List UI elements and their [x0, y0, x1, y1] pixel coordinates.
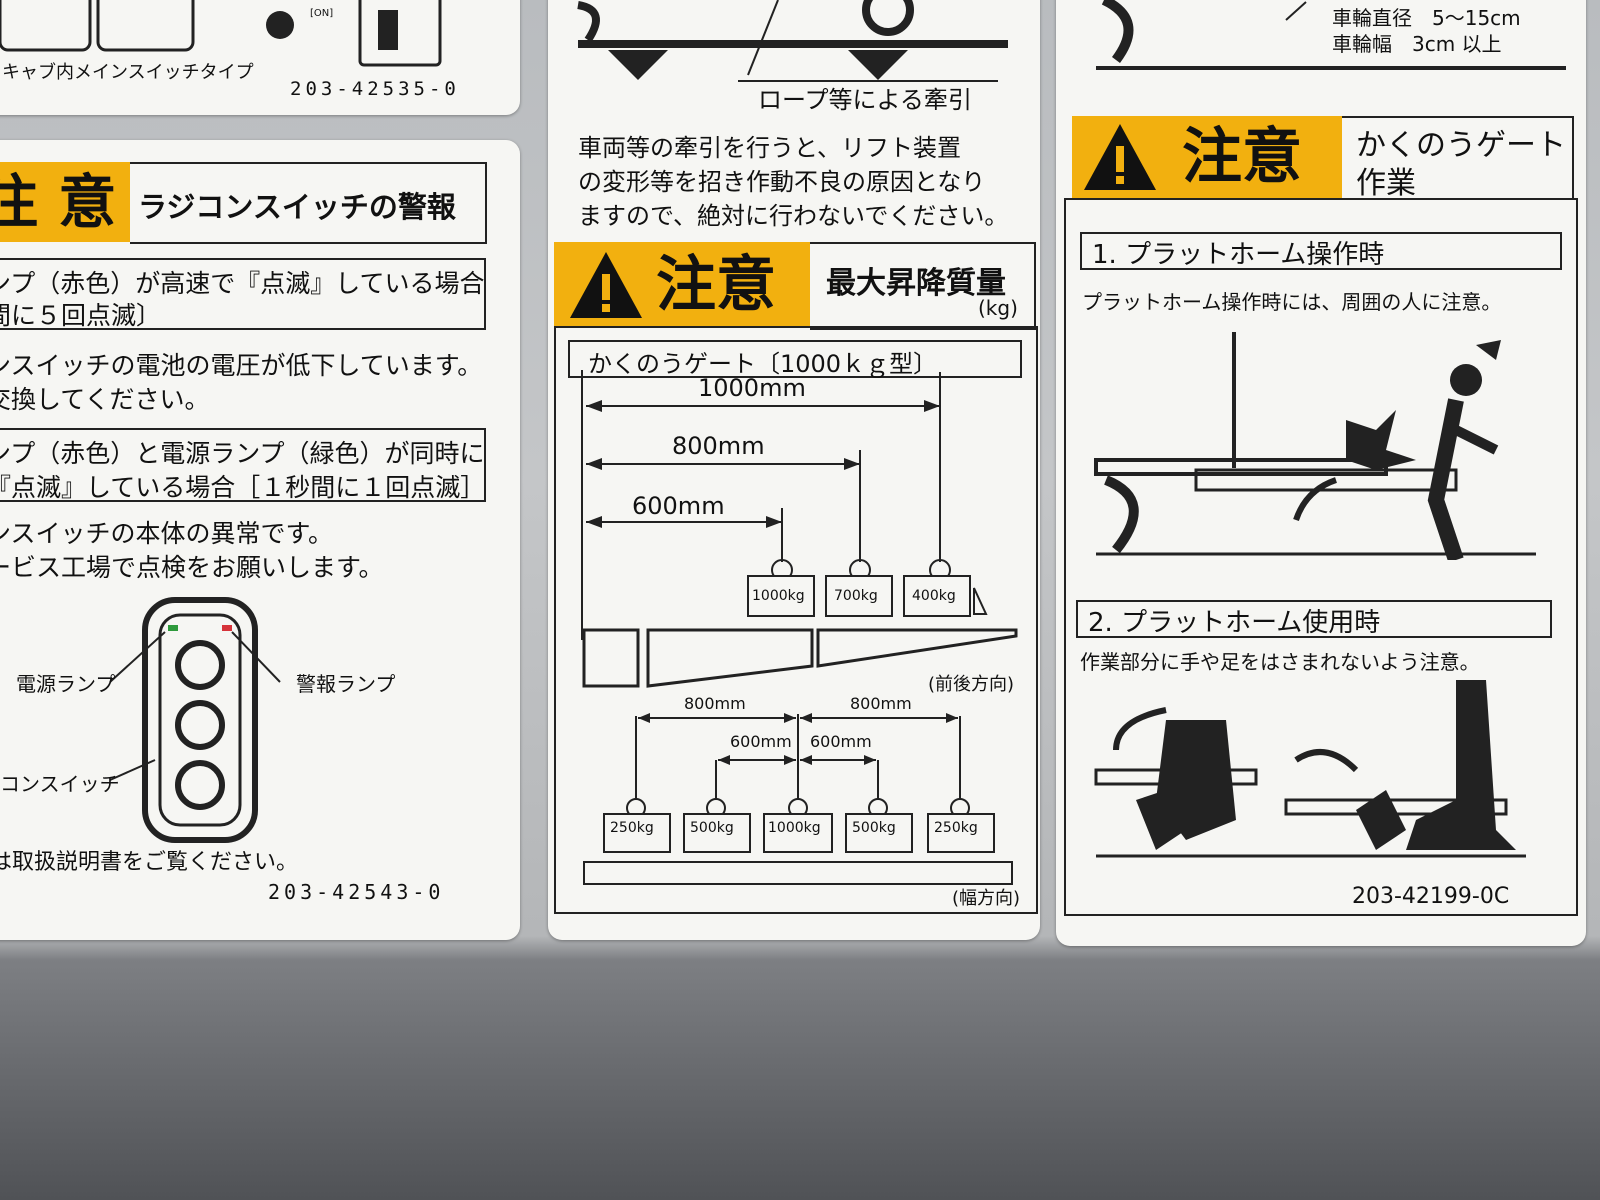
case1-header-line2: 間に５回点滅〕	[0, 301, 162, 330]
title-frame	[810, 242, 1036, 330]
section1-header	[1080, 232, 1562, 270]
width-dim-800b: 800mm	[850, 694, 912, 713]
wheel-illustration-icon	[1096, 0, 1566, 70]
label-code: 203-42543-0	[268, 880, 445, 904]
switch-illustration-icon	[0, 0, 442, 67]
case2-header-line1: ンプ（赤色）と電源ランプ（緑色）が同時に	[0, 439, 485, 468]
dim-1000mm: 1000mm	[698, 374, 806, 402]
section2-title: 2. プラットホーム使用時	[1088, 608, 1381, 638]
warning-triangle-icon	[570, 252, 642, 318]
weight-1000kg: 1000kg	[752, 588, 805, 604]
wheel-diameter-text: 車輪直径 5～15cm	[1332, 6, 1521, 30]
model-header	[568, 340, 1022, 378]
weight-400kg: 400kg	[912, 588, 956, 604]
caution-text: 注 意	[0, 168, 117, 236]
section2-text: 作業部分に手や足をはさまれないよう注意。	[1080, 650, 1480, 674]
max-lift-mass-label: ロープ等による牽引 車両等の牽引を行うと、リフト装置 の変形等を招き作動不良の原…	[548, 0, 1040, 940]
towing-caption-frame	[738, 80, 998, 82]
caution-badge	[0, 162, 130, 242]
switch-on-text: [ON]	[310, 8, 334, 19]
width-weight-1000: 1000kg	[768, 820, 821, 836]
section1-title: 1. プラットホーム操作時	[1092, 240, 1385, 270]
warning-title: ラジコンスイッチの警報	[138, 190, 456, 224]
switch-type-label: [ON] キャブ内メインスイッチタイプ 203-42535-0	[0, 0, 520, 115]
case1-body-line2: 交換してください。	[0, 385, 210, 414]
caution-text: 注意	[656, 250, 776, 320]
width-weight-250a: 250kg	[610, 820, 654, 836]
width-dim-600b: 600mm	[810, 732, 872, 751]
wheel-width-text: 車輪幅 3cm 以上	[1332, 32, 1502, 56]
title-frame	[130, 162, 487, 244]
label-code: 203-42535-0	[290, 78, 460, 100]
caution-text: 注意	[1182, 122, 1302, 192]
front-back-load-diagram	[581, 370, 1018, 885]
chart-frame	[554, 326, 1038, 914]
switch-type-text: キャブ内メインスイッチタイプ	[2, 62, 254, 83]
width-dim-800a: 800mm	[684, 694, 746, 713]
warning-triangle-icon	[1084, 124, 1156, 190]
model-text: かくのうゲート〔1000ｋｇ型〕	[588, 350, 938, 378]
direction-width: (幅方向)	[952, 888, 1021, 909]
dim-600mm: 600mm	[632, 492, 725, 520]
towing-caption: ロープ等による牽引	[758, 86, 972, 114]
storage-gate-operation-label: 車輪直径 5～15cm 車輪幅 3cm 以上 注意 かくのうゲート 作業 1. …	[1056, 0, 1586, 946]
remote-switch-icon	[109, 597, 281, 843]
case1-header	[0, 258, 486, 330]
label-code: 203-42199-0C	[1352, 884, 1510, 909]
towing-text-line2: の変形等を招き作動不良の原因となり	[578, 168, 986, 196]
radio-switch-warning-label: 注 意 ラジコンスイッチの警報 ンプ（赤色）が高速で『点滅』している場合 間に５…	[0, 140, 520, 940]
towing-illustration-icon	[577, 0, 1008, 80]
case2-body-line1: ンスイッチの本体の異常です。	[0, 519, 334, 548]
case2-header	[0, 428, 486, 502]
direction-front-back: (前後方向)	[928, 674, 1015, 695]
title-line1: かくのうゲート	[1356, 128, 1566, 163]
towing-text-line3: ますので、絶対に行わないでください。	[578, 202, 1009, 230]
person-struck-icon	[1094, 332, 1536, 560]
width-dim-600a: 600mm	[730, 732, 792, 751]
section2-header	[1076, 600, 1552, 638]
width-weight-250b: 250kg	[934, 820, 978, 836]
width-weight-500a: 500kg	[690, 820, 734, 836]
manual-reference-text: は取扱説明書をご覧ください。	[0, 850, 299, 875]
case2-header-line2: 『点滅』している場合［１秒間に１回点滅］	[0, 473, 486, 502]
unit-text: (kg)	[978, 296, 1018, 320]
towing-text-line1: 車両等の牽引を行うと、リフト装置	[578, 134, 962, 162]
remote-switch-label: コンスイッチ	[0, 772, 120, 796]
dim-800mm: 800mm	[672, 432, 765, 460]
content-frame	[1064, 198, 1578, 916]
width-weight-500b: 500kg	[852, 820, 896, 836]
hand-foot-pinch-icon	[1094, 680, 1526, 858]
case2-body-line2: ービス工場で点検をお願いします。	[0, 553, 384, 582]
alarm-lamp-label: 警報ランプ	[296, 672, 396, 696]
case1-header-line1: ンプ（赤色）が高速で『点滅』している場合	[0, 269, 485, 298]
case1-body-line1: ンスイッチの電池の電圧が低下しています。	[0, 351, 483, 380]
power-lamp-label: 電源ランプ	[16, 672, 116, 696]
title-line2: 作業	[1356, 166, 1416, 201]
section1-text: プラットホーム操作時には、周囲の人に注意。	[1082, 290, 1502, 314]
weight-700kg: 700kg	[834, 588, 878, 604]
max-lift-mass-title: 最大昇降質量	[826, 266, 1006, 301]
